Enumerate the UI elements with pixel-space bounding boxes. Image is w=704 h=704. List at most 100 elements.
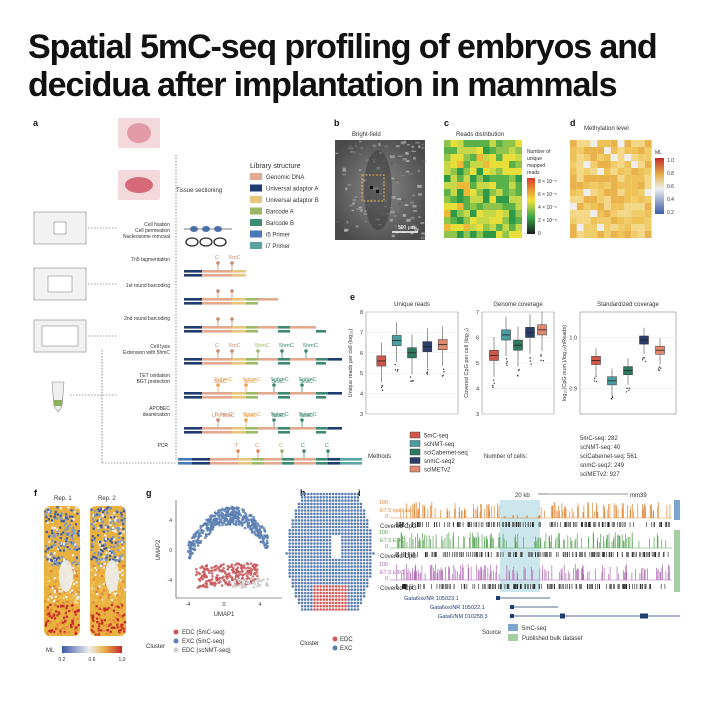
spot [341,519,344,522]
outlier-point [442,374,444,377]
methyl-label: 5caC [272,413,285,419]
umap-point-edc [212,566,216,569]
spot [356,604,360,608]
spot [307,604,310,608]
spot [288,575,292,578]
umap-point-exc [238,520,241,523]
spot [341,575,344,578]
spot [362,525,366,529]
methyl-label: 5hmC [279,343,294,349]
library-segment [202,326,232,329]
library-segment [264,458,282,461]
spot [297,542,301,545]
svg-text:2 × 10⁻⁵: 2 × 10⁻⁵ [538,218,557,224]
spot [362,515,366,519]
umap-point-scnmt [231,585,234,588]
spot [316,538,319,542]
spot [300,575,304,578]
spot [300,505,304,509]
umap-point-exc [205,522,209,525]
spot [341,512,344,516]
spot [307,598,310,601]
spot [350,558,354,562]
spot [310,535,313,539]
spot [353,502,357,506]
spot [353,519,357,522]
spot [297,601,301,605]
spot [310,581,313,585]
spot [313,548,316,552]
spot [369,555,372,558]
spot [300,598,304,601]
spot [319,492,323,496]
outlier-point [625,391,628,393]
methyl-pin [216,289,220,293]
umap-point-edc [220,563,223,567]
spot [334,585,338,588]
umap-point-exc [258,534,262,537]
cluster-swatch [332,636,338,642]
methyl-label: 5ghmC [271,412,289,418]
spot [300,532,304,535]
spot [328,601,332,605]
spot [325,604,329,608]
spot [285,552,288,555]
spot [291,555,295,558]
spot [307,496,310,499]
umap-point-edc [215,576,218,580]
y-axis-label: Unique reads per cell (log₁₀) [348,329,354,398]
box-chart-title: Standardized coverage [597,302,659,308]
umap-point-edc [244,567,247,570]
spot [294,545,298,549]
umap-point-exc [231,513,235,516]
spot [350,519,354,522]
umap-point-exc [221,516,225,519]
spot [359,552,363,555]
umap-point-exc [208,528,212,531]
umap-point-exc [259,530,263,534]
spot [331,499,335,502]
spot [356,545,360,549]
spot [291,532,295,535]
spot [288,568,292,572]
methyl-pin [304,349,308,353]
spot [365,555,369,558]
spot [347,585,350,588]
methyl-label: C [279,443,283,449]
spot [310,502,313,506]
spot [300,542,304,545]
y-tick-label: 4 [476,387,479,393]
outlier-point [492,386,494,388]
spot [322,545,326,549]
spot [319,525,323,529]
umap-point-edc [220,584,224,587]
spot [325,515,329,519]
umap-point-exc [247,518,250,522]
spot [300,562,304,565]
spot [297,529,301,532]
spot [316,568,319,572]
spot [331,591,335,595]
spot [297,595,301,598]
spot [288,562,292,565]
spot [341,588,344,591]
spot [353,562,357,565]
umap-point-exc [212,518,216,521]
umap-point-edc [203,568,206,572]
umap-point-exc [250,530,254,534]
spot [325,509,329,512]
umap-point-edc [198,579,202,582]
spot [310,571,313,575]
spot [344,542,347,545]
method-name: snmC-seq2 [424,459,455,465]
spot [300,604,304,608]
library-segment [316,462,328,465]
spot [347,571,350,575]
spot [319,535,323,539]
outlier-point [427,369,429,371]
legend-swatch [250,207,262,215]
spot [338,496,341,499]
spot [359,548,363,552]
umap-point-exc [233,510,237,514]
